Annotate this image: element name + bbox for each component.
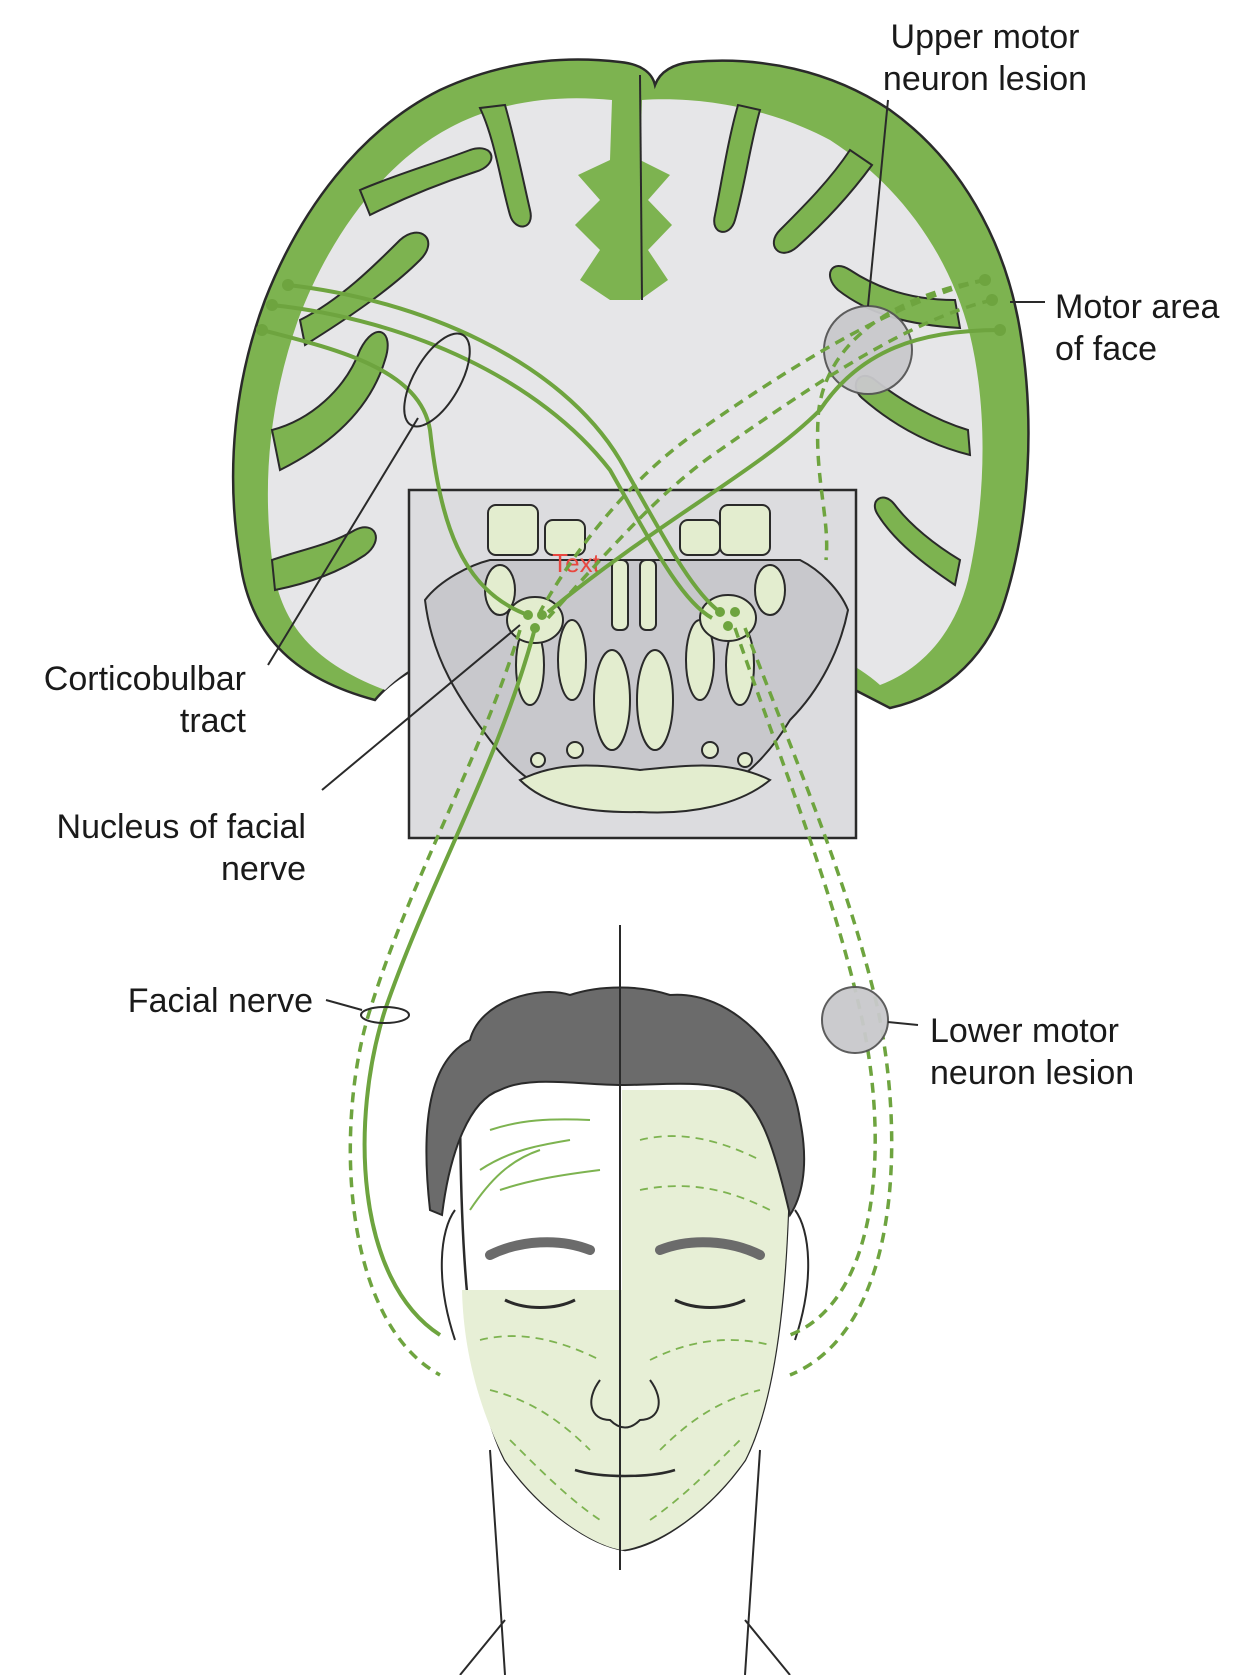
lower-motor-label-1: Lower motor <box>930 1012 1119 1050</box>
lower-motor-lesion-circle <box>822 987 888 1053</box>
brainstem-inset: Text <box>409 490 856 838</box>
upper-motor-lesion-circle <box>824 306 912 394</box>
nucleus-label-1: Nucleus of facial <box>57 808 306 846</box>
nucleus-label-2: nerve <box>221 850 306 888</box>
upper-motor-label-1: Upper motor <box>891 18 1080 56</box>
lower-motor-label-2: neuron lesion <box>930 1054 1134 1092</box>
face <box>426 925 808 1675</box>
upper-motor-label-2: neuron lesion <box>883 60 1087 98</box>
face-lower-left-shade <box>462 1290 622 1550</box>
facial-nucleus-left <box>507 597 563 643</box>
facial-nerve-label: Facial nerve <box>128 982 313 1020</box>
motor-area-label-2: of face <box>1055 330 1157 368</box>
corticobulbar-label-2: tract <box>180 702 247 740</box>
motor-area-label-1: Motor area <box>1055 288 1219 326</box>
corticobulbar-label-1: Corticobulbar <box>44 660 246 698</box>
face-right-half-shade <box>622 1090 790 1550</box>
